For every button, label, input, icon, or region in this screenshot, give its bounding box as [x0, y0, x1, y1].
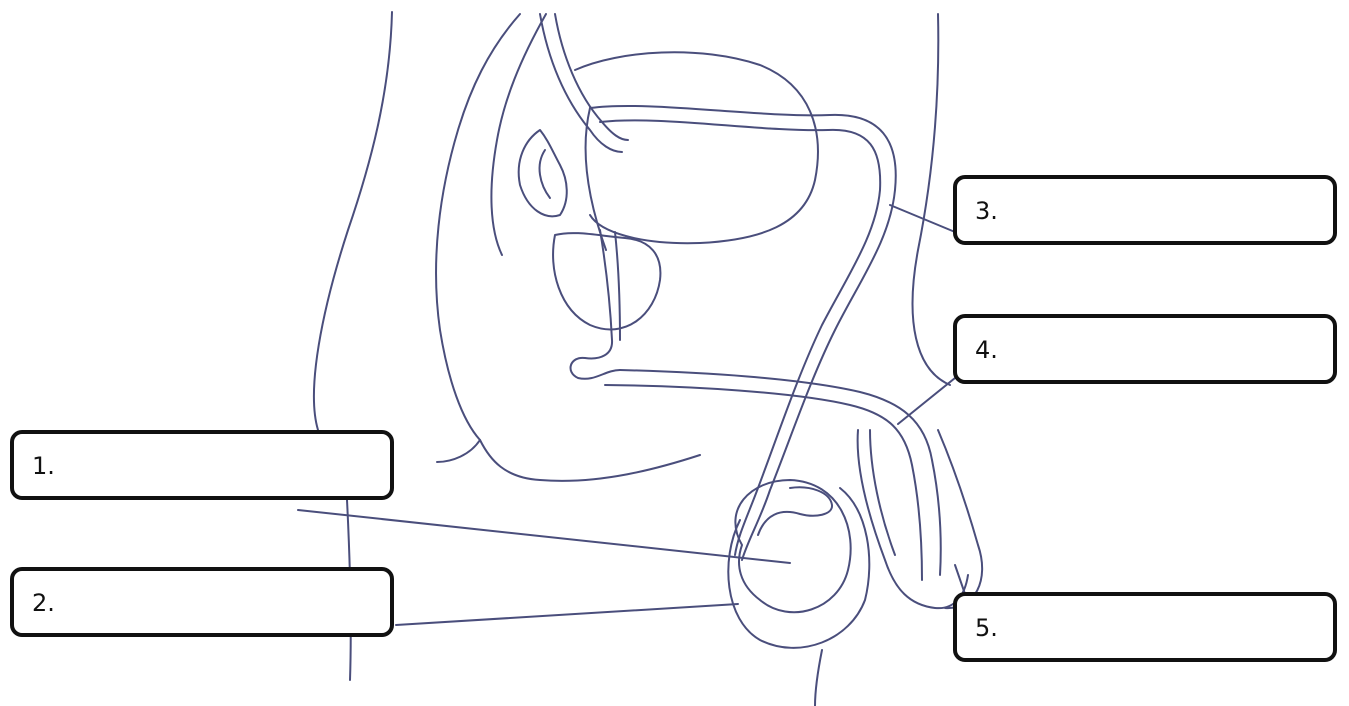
rectum-outer [435, 13, 521, 463]
epididymis [757, 486, 833, 536]
ureter-inner [554, 13, 629, 141]
vas-deferens-descent [584, 107, 607, 251]
leader-line-3 [889, 204, 956, 233]
penile-urethra-outer [619, 369, 942, 576]
vas-deferens-outer [589, 104, 897, 561]
leader-line-4 [897, 377, 956, 425]
seminal-vesicle-detail [538, 149, 551, 199]
penis-shaft-inner [869, 429, 896, 556]
leg-outline-front [814, 649, 823, 706]
body-outline-front [911, 13, 951, 386]
bladder [574, 51, 819, 245]
label-box-2[interactable]: 2. [10, 567, 394, 637]
label-box-5[interactable]: 5. [953, 592, 1337, 662]
penile-urethra-inner [604, 384, 923, 581]
vas-deferens-inner [599, 119, 882, 556]
label-number-4: 4. [975, 336, 998, 364]
urethra-upper [569, 229, 621, 380]
ureter [539, 13, 623, 153]
seminal-vesicle [517, 129, 568, 218]
leader-line-2 [395, 603, 739, 626]
penis-outline [856, 429, 969, 610]
leader-line-1 [297, 509, 791, 564]
body-outline-back [313, 11, 393, 431]
prostate [552, 232, 662, 331]
label-box-4[interactable]: 4. [953, 314, 1337, 384]
testis [734, 479, 852, 614]
urethra-upper-inner [614, 231, 621, 341]
label-number-2: 2. [32, 589, 55, 617]
rectum-inner [490, 13, 547, 256]
label-box-1[interactable]: 1. [10, 430, 394, 500]
label-number-3: 3. [975, 197, 998, 225]
label-box-3[interactable]: 3. [953, 175, 1337, 245]
leader-line-5 [954, 564, 966, 595]
scrotum [727, 487, 871, 649]
label-number-1: 1. [32, 452, 55, 480]
perineum-line [479, 439, 701, 482]
label-number-5: 5. [975, 614, 998, 642]
